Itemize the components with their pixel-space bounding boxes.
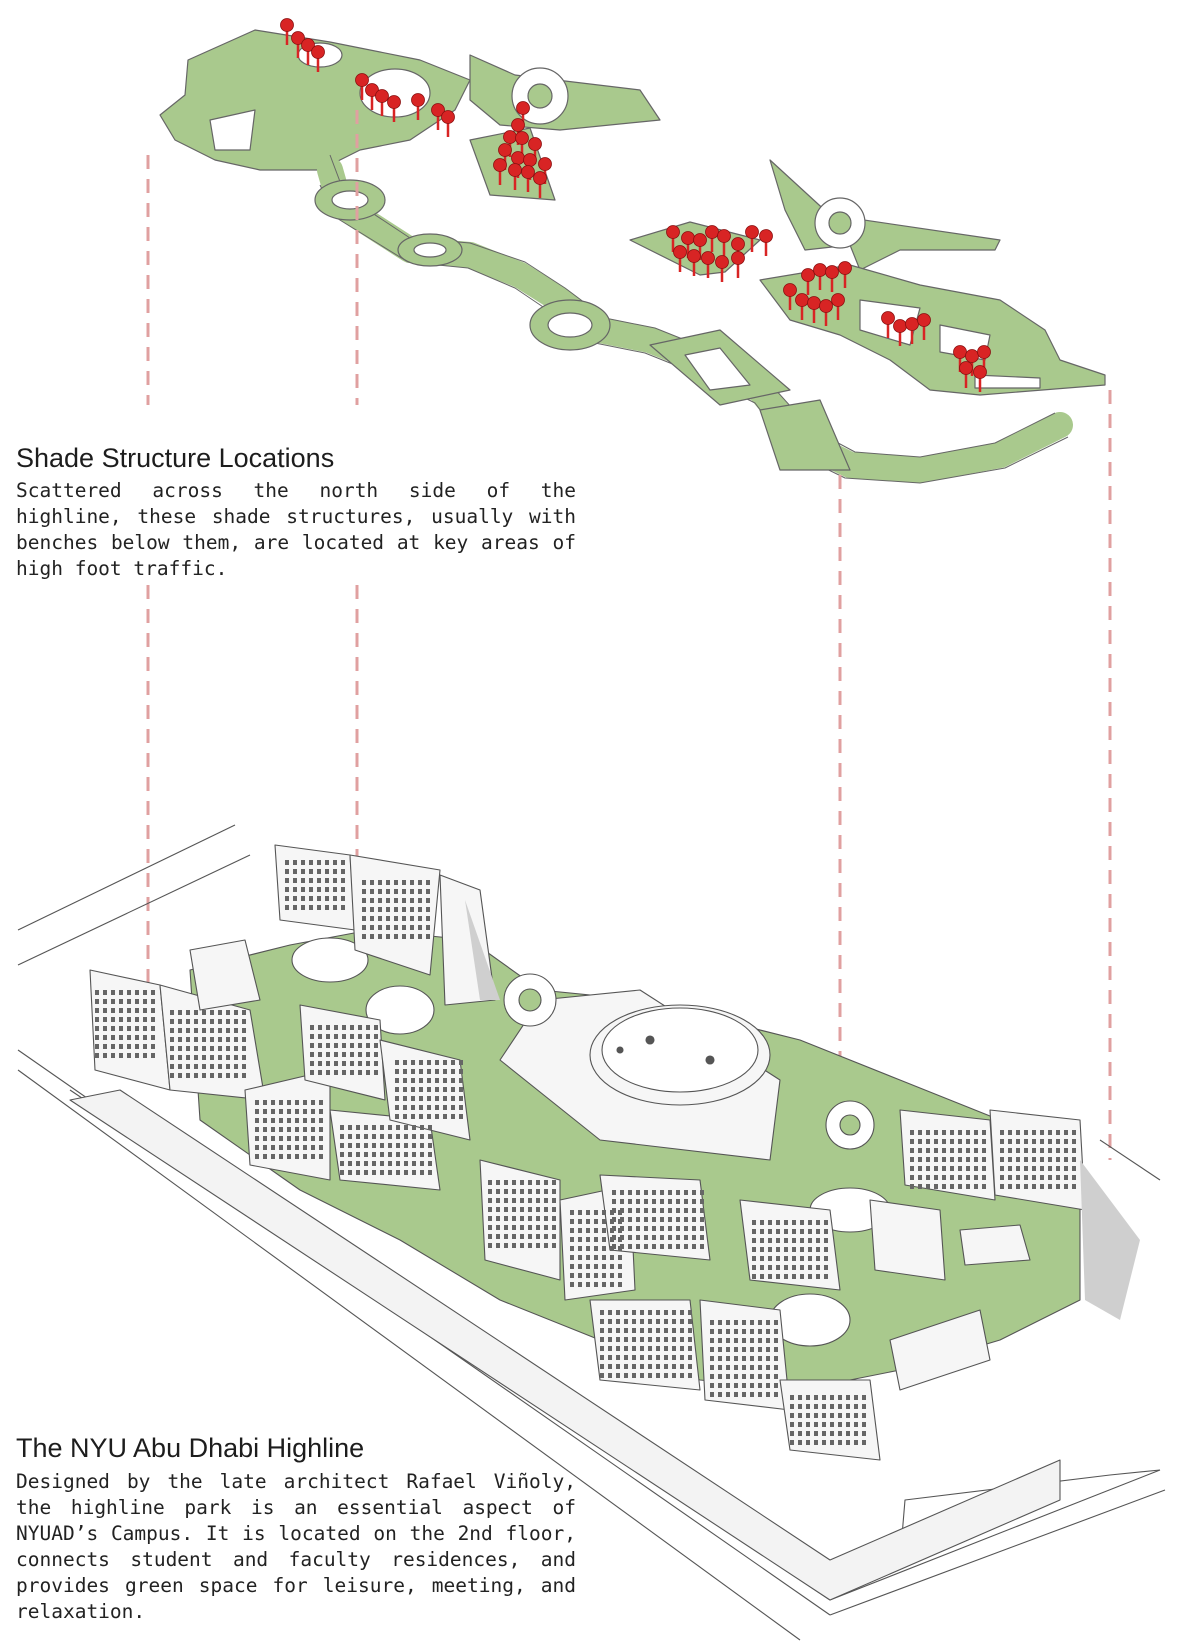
shade-marker-icon: [881, 311, 895, 338]
shade-marker-icon: [411, 93, 425, 120]
shade-marker-icon: [801, 268, 815, 295]
shade-marker-icon: [521, 165, 535, 192]
shade-marker-icon: [959, 361, 973, 388]
highline-plan: [159, 29, 1106, 484]
shade-section-title: Shade Structure Locations: [16, 443, 335, 473]
shade-marker-icon: [831, 293, 845, 320]
shade-marker-icon: [508, 163, 522, 190]
shade-section-body: Scattered across the north side of the h…: [16, 479, 576, 580]
shade-marker-icon: [687, 249, 701, 276]
shade-marker-icon: [813, 263, 827, 290]
shade-marker-icon: [533, 171, 547, 198]
shade-marker-icon: [291, 31, 305, 58]
shade-marker-icon: [819, 299, 833, 326]
window-patterns: [95, 860, 1076, 1445]
shade-markers: [280, 18, 991, 392]
highline-section-title: The NYU Abu Dhabi Highline: [16, 1433, 365, 1463]
shade-marker-icon: [365, 83, 379, 110]
shade-marker-icon: [498, 143, 512, 170]
shade-marker-icon: [301, 38, 315, 65]
shade-marker-icon: [783, 283, 797, 310]
shade-marker-icon: [717, 229, 731, 256]
shade-marker-icon: [701, 251, 715, 278]
shade-marker-icon: [905, 317, 919, 344]
shade-marker-icon: [441, 110, 455, 137]
shade-marker-icon: [973, 365, 987, 392]
shade-marker-icon: [375, 89, 389, 116]
shade-marker-icon: [431, 103, 445, 130]
shade-marker-icon: [795, 293, 809, 320]
shade-marker-icon: [759, 229, 773, 256]
shade-marker-icon: [387, 95, 401, 122]
shade-marker-icon: [280, 18, 294, 45]
green-area-se: [759, 264, 1106, 396]
shade-marker-icon: [666, 225, 680, 252]
shade-marker-icon: [715, 255, 729, 282]
shade-marker-icon: [917, 313, 931, 340]
shade-marker-icon: [745, 225, 759, 252]
shade-marker-icon: [807, 296, 821, 323]
shade-marker-icon: [825, 265, 839, 292]
shade-marker-icon: [493, 158, 507, 185]
shade-marker-icon: [673, 245, 687, 272]
green-area-e: [769, 159, 1001, 271]
shade-marker-icon: [838, 261, 852, 288]
shade-marker-icon: [731, 251, 745, 278]
shade-marker-icon: [355, 73, 369, 100]
podium-green: [189, 929, 1081, 1391]
shade-marker-icon: [311, 45, 325, 72]
highline-section-body: Designed by the late architect Rafael Vi…: [16, 1470, 576, 1623]
